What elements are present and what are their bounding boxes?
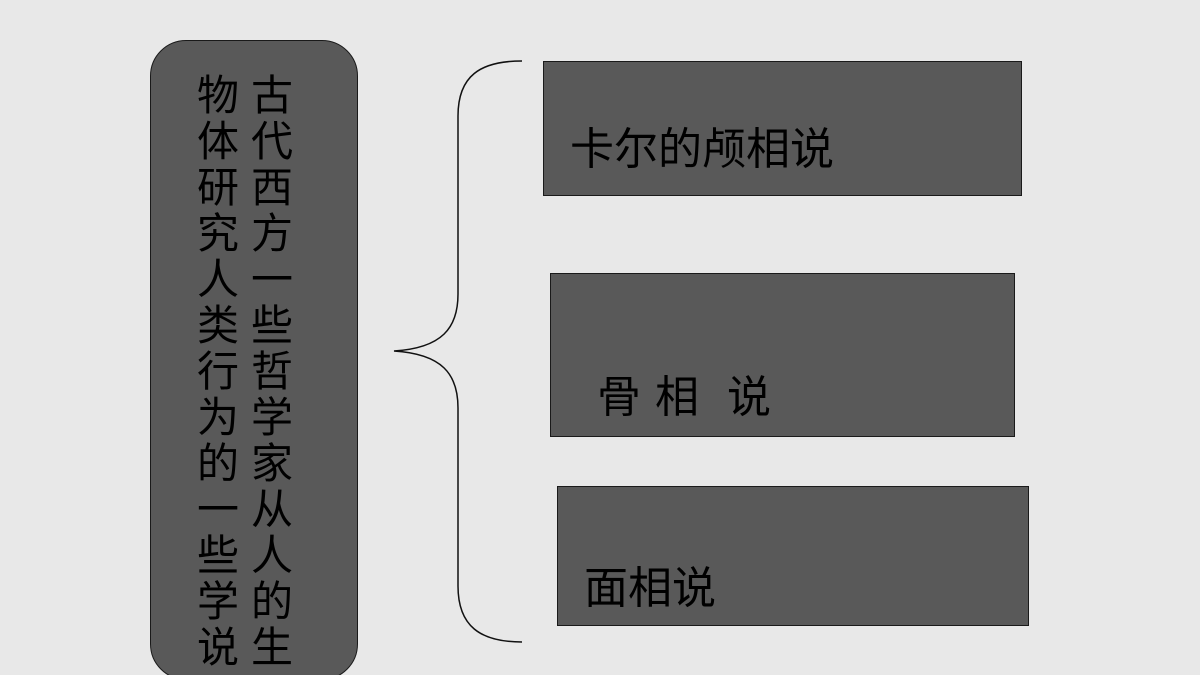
branch-box-face-theory: 面相说 [557, 486, 1029, 626]
branch-label: 卡尔的颅相说 [570, 124, 834, 175]
topic-box: 古代西方一些哲学家从人的生 物体研究人类行为的一些学说 [150, 40, 358, 675]
topic-text-column-2: 物体研究人类行为的一些学说 [197, 71, 240, 672]
topic-text-column-1: 古代西方一些哲学家从人的生 [251, 71, 294, 672]
branch-label: 面相说 [584, 563, 716, 614]
branch-label: 骨 相 说 [597, 372, 771, 423]
branch-box-bone-theory: 骨 相 说 [550, 273, 1015, 437]
curly-brace-connector [393, 60, 523, 643]
branch-box-cranial-theory: 卡尔的颅相说 [543, 61, 1022, 196]
